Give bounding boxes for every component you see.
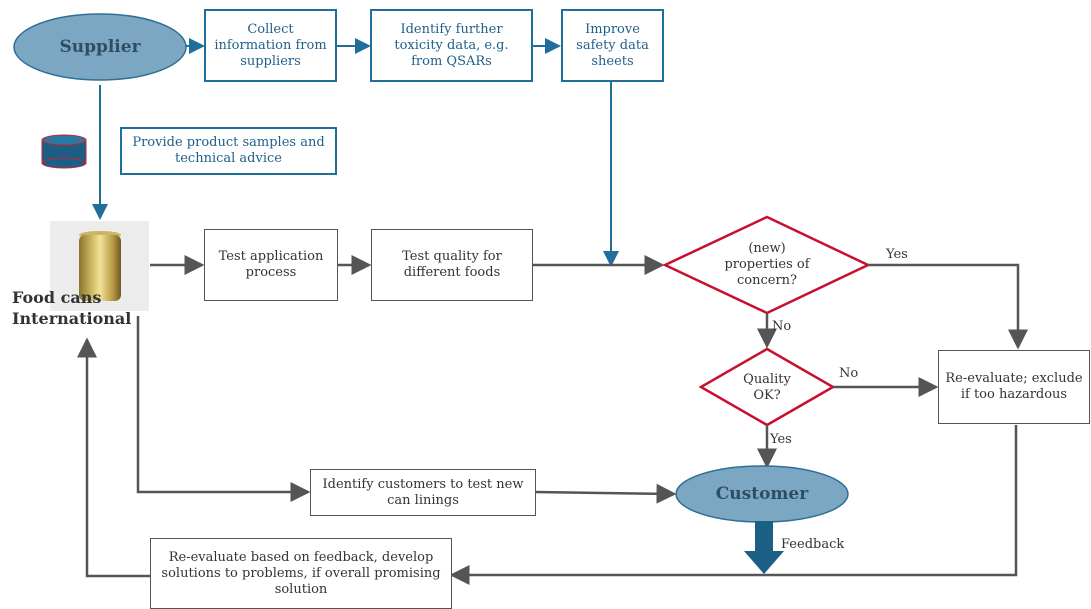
yes-label-properties: Yes <box>886 247 908 262</box>
no-label-quality: No <box>839 366 859 381</box>
database-icon <box>41 134 87 169</box>
reevaluate-feedback-box: Re-evaluate based on feedback, develop s… <box>150 538 452 609</box>
food-can-image <box>50 221 149 311</box>
supplier-node: Supplier <box>14 14 186 80</box>
quality-label: Quality OK? <box>743 372 791 403</box>
identify-toxicity-box: Identify further toxicity data, e.g. fro… <box>370 9 533 82</box>
arrow-feedback-cans <box>77 337 150 578</box>
arrow-reevaluate-feedback <box>449 425 1018 585</box>
arrow-yes-reevaluate <box>868 263 1028 350</box>
customer-label: Customer <box>715 484 809 504</box>
arrow-cans-identify-customers <box>136 316 311 502</box>
feedback-label: Feedback <box>781 537 845 552</box>
customer-node: Customer <box>676 466 848 522</box>
down-arrow-icon <box>744 521 784 574</box>
provide-samples-box: Provide product samples and technical ad… <box>120 127 337 175</box>
properties-label: (new) properties of concern? <box>724 241 810 288</box>
supplier-label: Supplier <box>59 37 141 57</box>
identify-customers-box: Identify customers to test new can linin… <box>310 469 536 516</box>
collect-box: Collect information from suppliers <box>204 9 337 82</box>
improve-box: Improve safety data sheets <box>561 9 664 82</box>
food-cans-label: Food cans International <box>12 288 132 328</box>
test-quality-box: Test quality for different foods <box>371 229 533 301</box>
yes-label-quality: Yes <box>770 432 792 447</box>
reevaluate-exclude-box: Re-evaluate; exclude if too hazardous <box>938 350 1090 424</box>
arrow-identify-customer <box>534 483 677 504</box>
test-application-box: Test application process <box>204 229 338 301</box>
no-label-properties: No <box>772 319 792 334</box>
